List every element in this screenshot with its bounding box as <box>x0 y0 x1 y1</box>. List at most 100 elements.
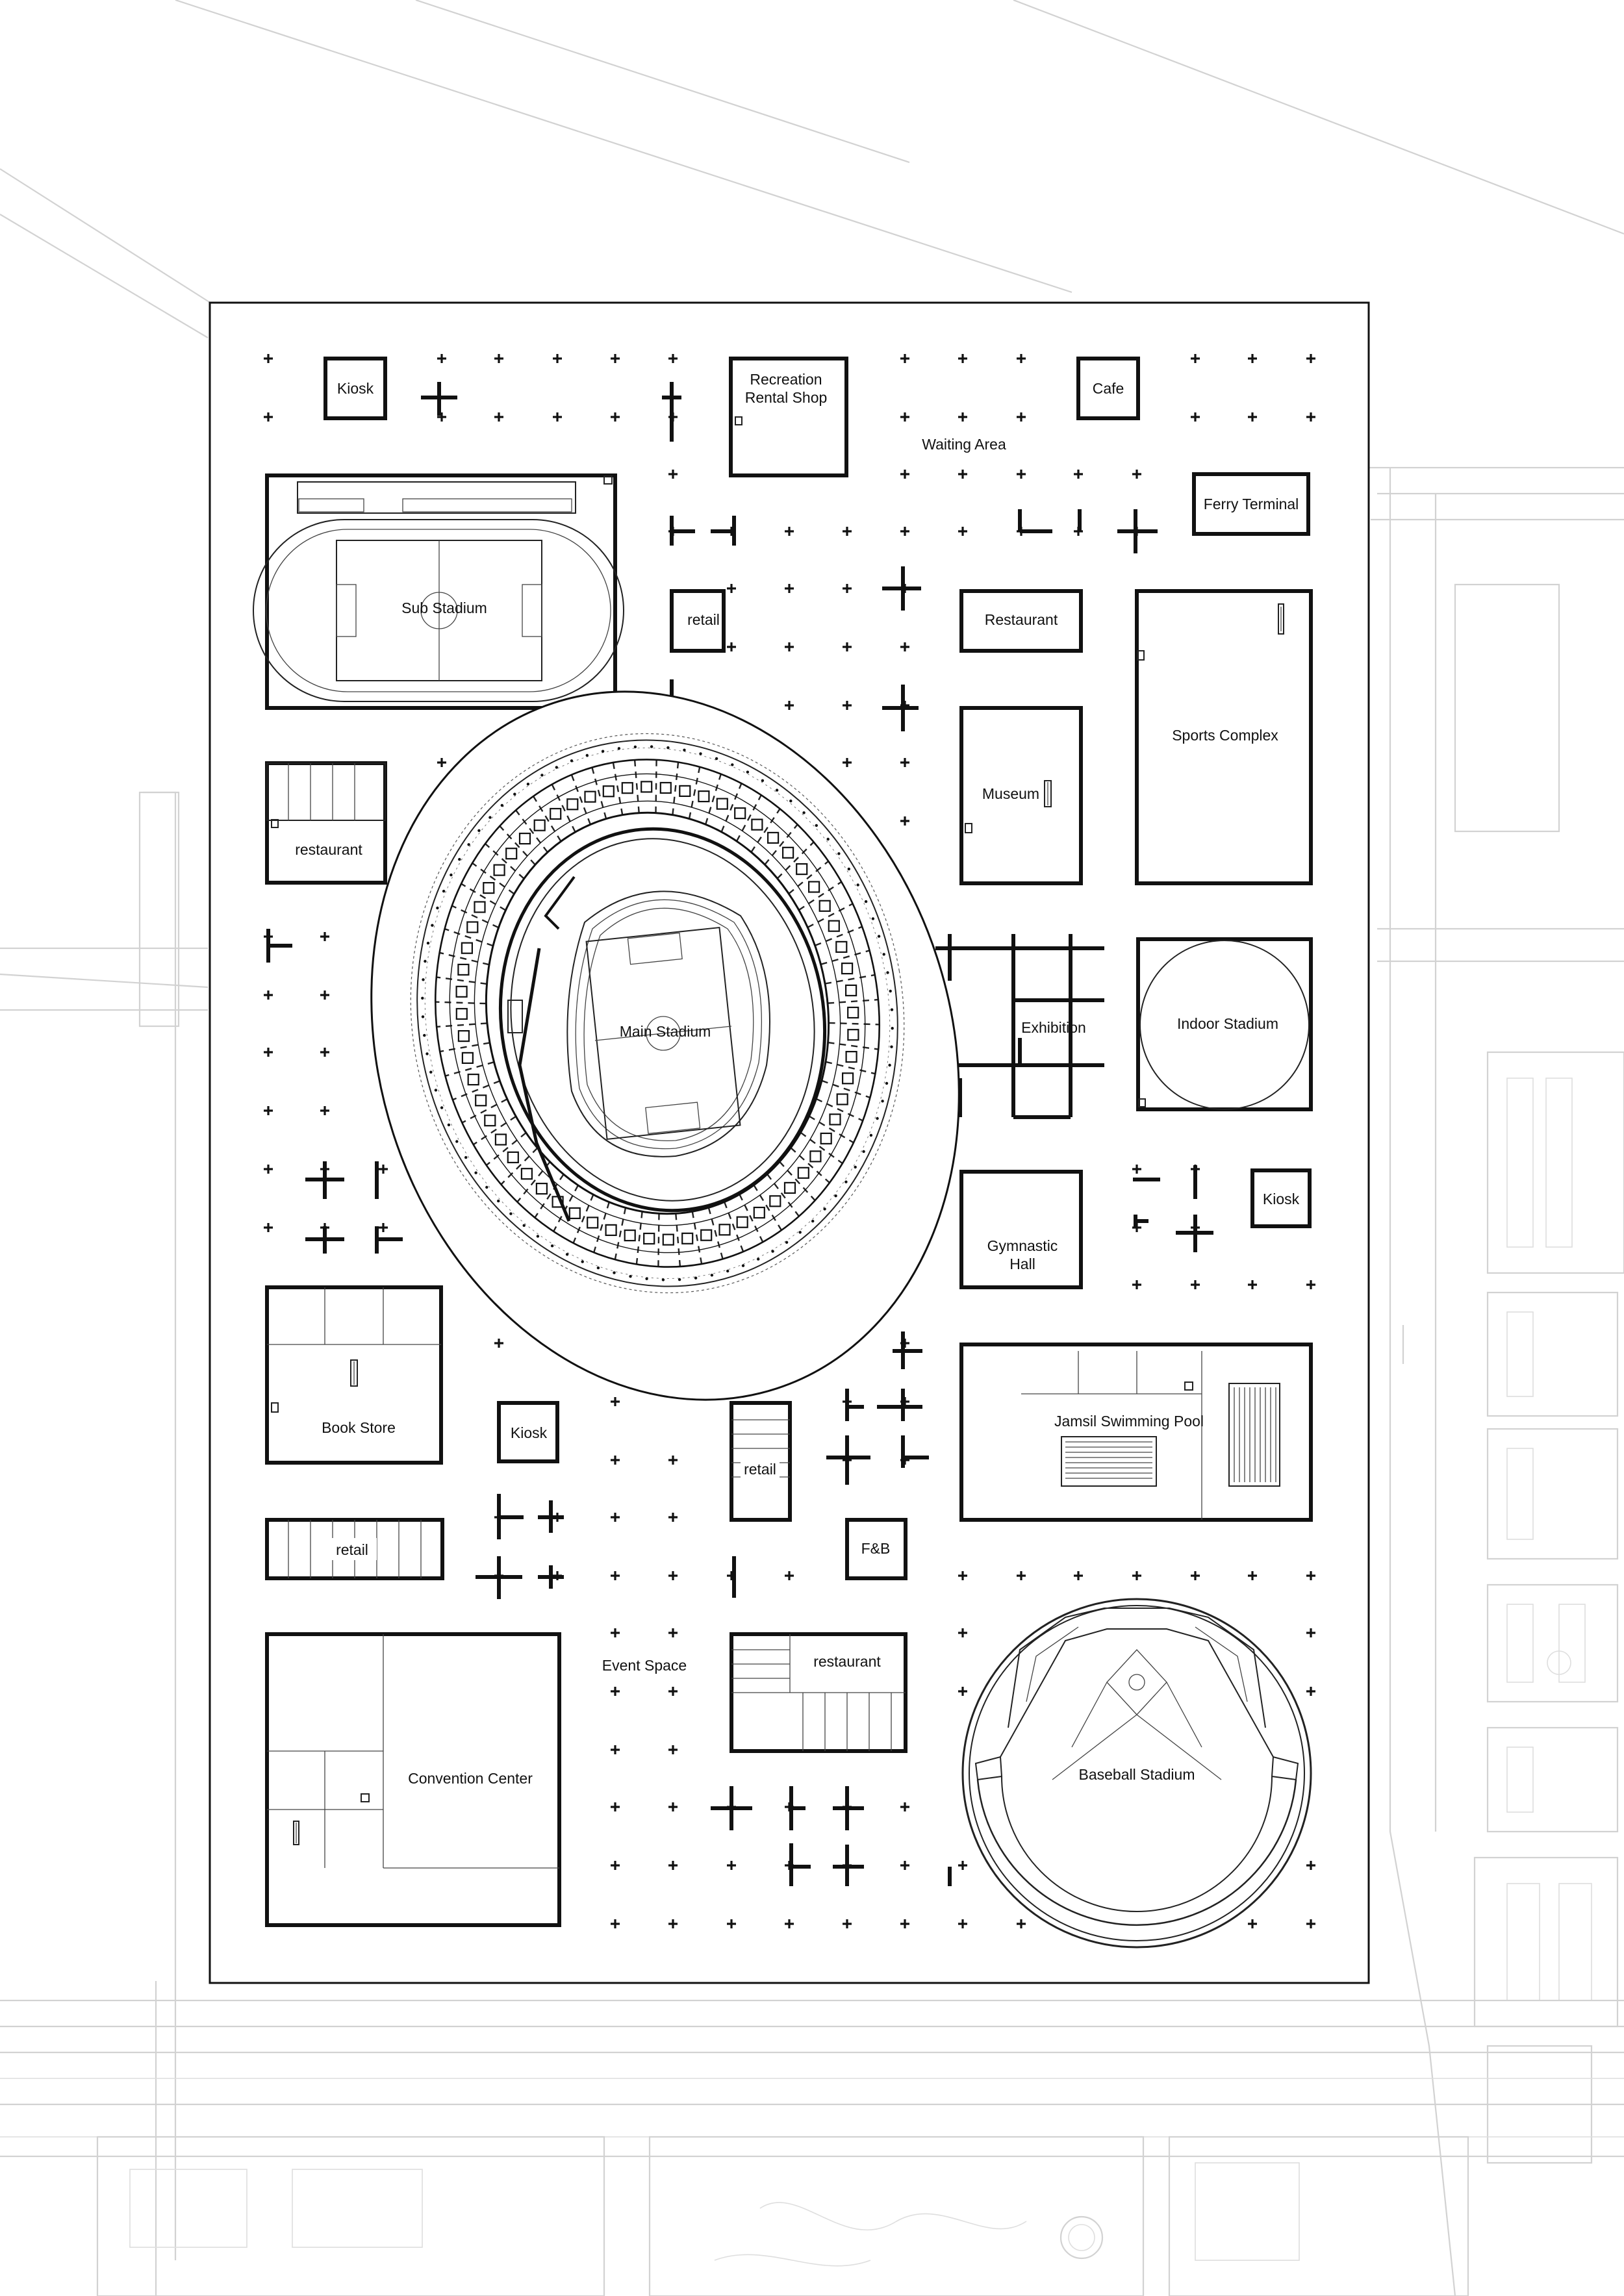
restaurant-top-label: Restaurant <box>985 611 1058 628</box>
column-marker <box>958 1628 967 1637</box>
gymnastic-hall[interactable]: Gymnastic Hall <box>959 1170 1083 1289</box>
seat-aisle <box>445 1061 494 1077</box>
perimeter-column <box>425 1052 429 1055</box>
kiosk-right[interactable]: Kiosk <box>1250 1168 1312 1228</box>
museum[interactable]: Museum <box>959 706 1083 885</box>
fb-kiosk[interactable]: F&B <box>845 1518 907 1580</box>
seat-aisle <box>707 1207 724 1259</box>
seat-block <box>736 1216 748 1228</box>
main-stadium[interactable]: Main Stadium <box>282 614 1048 1477</box>
kiosk-mid-label: Kiosk <box>511 1424 548 1441</box>
seat-aisle <box>788 861 829 894</box>
perimeter-column <box>785 1241 789 1244</box>
recreation-label-line2: Rental Shop <box>745 389 828 406</box>
indoor-stadium-label: Indoor Stadium <box>1177 1015 1278 1032</box>
seat-aisle <box>534 1174 565 1218</box>
column-marker <box>611 1513 620 1522</box>
column-marker <box>785 701 794 710</box>
column-marker <box>668 1802 678 1811</box>
perimeter-column <box>497 1199 500 1203</box>
seat-block <box>716 798 728 810</box>
perimeter-column <box>488 816 492 819</box>
sub-stadium[interactable]: Sub Stadium <box>253 473 624 710</box>
seat-aisle <box>452 1080 500 1101</box>
column-marker <box>843 527 852 536</box>
seat-block <box>643 1232 655 1245</box>
perimeter-column <box>617 747 621 750</box>
seat-block <box>718 1224 731 1236</box>
restaurant-bottom-label: restaurant <box>813 1653 881 1670</box>
perimeter-column <box>715 757 718 761</box>
column-marker <box>1191 1280 1200 1289</box>
perimeter-column <box>889 989 892 993</box>
perimeter-column <box>426 941 430 945</box>
column-marker <box>1306 412 1315 422</box>
kiosk-top-building[interactable]: Kiosk <box>324 357 387 420</box>
seat-block <box>753 1206 765 1219</box>
perimeter-column <box>467 843 470 846</box>
perimeter-column <box>844 1180 848 1183</box>
retail-mid[interactable]: retail <box>730 1401 792 1522</box>
perimeter-column <box>421 996 424 1000</box>
perimeter-column <box>422 978 425 981</box>
column-marker <box>320 932 329 941</box>
perimeter-column <box>633 745 637 749</box>
seat-aisle <box>633 759 640 813</box>
column-marker <box>1074 470 1083 479</box>
column-marker <box>843 1919 852 1928</box>
restaurant-left-label: restaurant <box>295 841 362 858</box>
restaurant-left[interactable]: restaurant <box>265 761 387 885</box>
seat-block <box>467 1073 479 1086</box>
perimeter-column <box>882 953 885 956</box>
seat-block <box>836 1093 848 1105</box>
jamsil-swimming-pool[interactable]: Jamsil Swimming Pool <box>959 1343 1313 1522</box>
seat-block <box>457 963 470 976</box>
ferry-terminal[interactable]: Ferry Terminal <box>1192 472 1310 536</box>
seat-aisle <box>691 1211 703 1265</box>
seating-ring <box>485 811 830 1215</box>
perimeter-column <box>815 824 818 827</box>
restaurant-top[interactable]: Restaurant <box>959 589 1083 653</box>
restaurant-bottom[interactable]: restaurant <box>730 1632 907 1753</box>
baseball-stadium[interactable]: Baseball Stadium <box>961 1598 1312 1949</box>
book-store[interactable]: Book Store <box>265 1285 443 1465</box>
column-marker <box>437 354 446 363</box>
convention-center[interactable]: Convention Center <box>265 1632 561 1927</box>
perimeter-column <box>500 803 503 807</box>
column-marker <box>900 1802 909 1811</box>
retail-top[interactable]: retail <box>670 589 726 653</box>
column-marker <box>611 1861 620 1870</box>
retail-left[interactable]: retail <box>265 1518 444 1580</box>
seat-aisle <box>439 1042 490 1053</box>
seat-aisle <box>767 1174 800 1217</box>
column-marker <box>611 1919 620 1928</box>
exhibition-label: Exhibition <box>1021 1019 1086 1036</box>
seat-aisle <box>820 950 870 965</box>
column-marker <box>958 470 967 479</box>
seat-aisle <box>815 926 863 946</box>
perimeter-column <box>522 1224 526 1228</box>
recreation-rental-shop[interactable]: Recreation Rental Shop <box>729 357 848 477</box>
seat-aisle <box>825 1061 876 1075</box>
perimeter-column <box>856 883 859 887</box>
column-marker <box>1306 354 1315 363</box>
kiosk-mid[interactable]: Kiosk <box>497 1401 559 1463</box>
seat-block <box>533 819 546 831</box>
perimeter-column <box>447 1123 451 1127</box>
column-marker <box>494 412 503 422</box>
column-marker <box>1191 354 1200 363</box>
seat-block <box>796 863 808 876</box>
column-marker <box>611 1802 620 1811</box>
sports-complex[interactable]: Sports Complex <box>1135 589 1313 885</box>
column-marker <box>785 1919 794 1928</box>
perimeter-column <box>683 748 686 752</box>
seat-block <box>587 1217 599 1229</box>
perimeter-column <box>613 1271 616 1274</box>
seat-block <box>820 1132 832 1145</box>
seat-aisle <box>672 762 679 815</box>
indoor-stadium[interactable]: Indoor Stadium <box>1136 937 1313 1111</box>
cafe-building[interactable]: Cafe <box>1076 357 1140 420</box>
seat-aisle <box>675 1213 681 1267</box>
book-store-label: Book Store <box>322 1419 396 1436</box>
seat-aisle <box>815 1098 863 1122</box>
